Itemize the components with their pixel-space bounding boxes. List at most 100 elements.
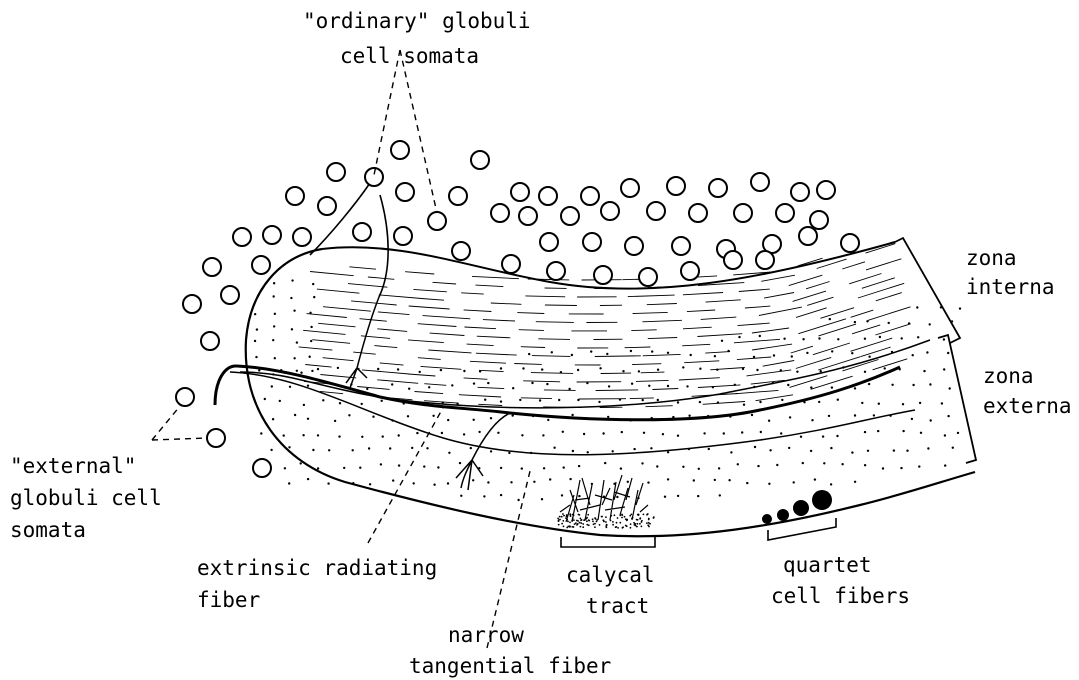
hatch-stroke — [368, 277, 394, 279]
soma-circle — [293, 228, 311, 246]
soma-circle — [756, 251, 774, 269]
tract-dot — [582, 523, 584, 525]
hatch-stroke — [756, 395, 794, 401]
stipple-dot — [408, 388, 410, 390]
stipple-dot — [703, 432, 705, 434]
soma-circle — [751, 173, 769, 191]
tract-dot — [606, 527, 608, 529]
soma-circle — [449, 187, 467, 205]
hatch-stroke — [641, 372, 665, 373]
stipple-dot — [293, 357, 295, 359]
hatch-stroke — [710, 368, 745, 370]
soma-circle — [601, 202, 619, 220]
tract-dot — [617, 527, 619, 529]
stipple-dot — [338, 435, 340, 437]
stipple-dot — [923, 370, 925, 372]
hatch-stroke — [703, 402, 745, 405]
stipple-dot — [912, 354, 914, 356]
stipple-dot — [944, 434, 946, 436]
stipple-dot — [352, 449, 354, 451]
stipple-dot — [830, 447, 832, 449]
hatch-stroke — [596, 390, 639, 391]
stipple-dot — [837, 399, 839, 401]
stipple-dot — [714, 355, 716, 357]
hatch-stroke — [705, 352, 730, 354]
hatch-stroke — [684, 361, 719, 363]
stipple-dot — [769, 449, 771, 451]
tract-dot — [636, 519, 638, 521]
hatch-stroke — [465, 327, 497, 329]
stipple-dot — [604, 462, 606, 464]
tract-dot — [648, 518, 650, 520]
stipple-dot — [830, 483, 832, 485]
stipple-dot — [902, 430, 904, 432]
hatch-stroke — [461, 293, 484, 294]
soma-circle — [734, 204, 752, 222]
stipple-dot — [478, 431, 480, 433]
stipple-dot — [861, 402, 863, 404]
hatch-stroke — [476, 285, 504, 287]
tract-dot — [561, 516, 563, 518]
stipple-dot — [622, 370, 624, 372]
hatch-stroke — [418, 358, 441, 360]
hatch-stroke — [479, 370, 504, 371]
hatch-stroke — [738, 323, 770, 326]
tract-dot — [625, 525, 627, 527]
stipple-dot — [416, 432, 418, 434]
tract-dot — [577, 520, 579, 522]
stipple-dot — [621, 431, 623, 433]
stipple-dot — [289, 386, 291, 388]
stipple-dot — [432, 415, 434, 417]
tract-dot — [616, 522, 618, 524]
stipple-dot — [616, 496, 618, 498]
tract-dot — [626, 519, 628, 521]
stipple-dot — [902, 403, 904, 405]
tract-dot — [616, 526, 618, 528]
tract-dot — [569, 526, 571, 528]
hatch-stroke — [647, 304, 677, 305]
hatch-stroke — [421, 299, 444, 301]
stipple-dot — [667, 352, 669, 354]
stipple-dot — [943, 368, 945, 370]
stipple-dot — [854, 414, 856, 416]
stipple-dot — [714, 479, 716, 481]
tract-dot — [569, 522, 571, 524]
hatch-stroke — [378, 312, 410, 315]
stipple-dot — [577, 369, 579, 371]
soma-circle — [491, 204, 509, 222]
tract-dot — [557, 518, 559, 520]
extrinsic-fiber-thick — [215, 366, 900, 420]
stipple-dot — [382, 435, 384, 437]
stipple-dot — [273, 282, 275, 284]
stipple-dot — [627, 481, 629, 483]
hatch-stroke — [413, 289, 446, 291]
stipple-dot — [787, 384, 789, 386]
hatch-stroke — [796, 357, 831, 368]
stipple-dot — [528, 353, 530, 355]
tract-dot — [566, 527, 568, 529]
hatch-stroke — [348, 284, 387, 288]
hatch-stroke — [875, 324, 910, 335]
stipple-dot — [343, 467, 345, 469]
stipple-dot — [572, 450, 574, 452]
tract-dot — [621, 517, 623, 519]
stipple-dot — [521, 467, 523, 469]
stipple-dot — [677, 495, 679, 497]
hatch-stroke — [806, 282, 830, 289]
stipple-dot — [854, 321, 856, 323]
stipple-dot — [553, 447, 555, 449]
stipple-dot — [667, 451, 669, 453]
soma-circle — [176, 388, 194, 406]
stipple-dot — [361, 403, 363, 405]
stipple-dot — [781, 399, 783, 401]
tract-dot — [579, 522, 581, 524]
tract-dot — [639, 523, 641, 525]
stipple-dot — [837, 338, 839, 340]
stipple-dot — [539, 399, 541, 401]
hatch-stroke — [467, 344, 494, 346]
hatch-stroke — [595, 356, 641, 357]
hatch-stroke — [423, 316, 471, 319]
stipple-dot — [500, 400, 502, 402]
soma-circle — [221, 286, 239, 304]
stipple-dot — [682, 466, 684, 468]
